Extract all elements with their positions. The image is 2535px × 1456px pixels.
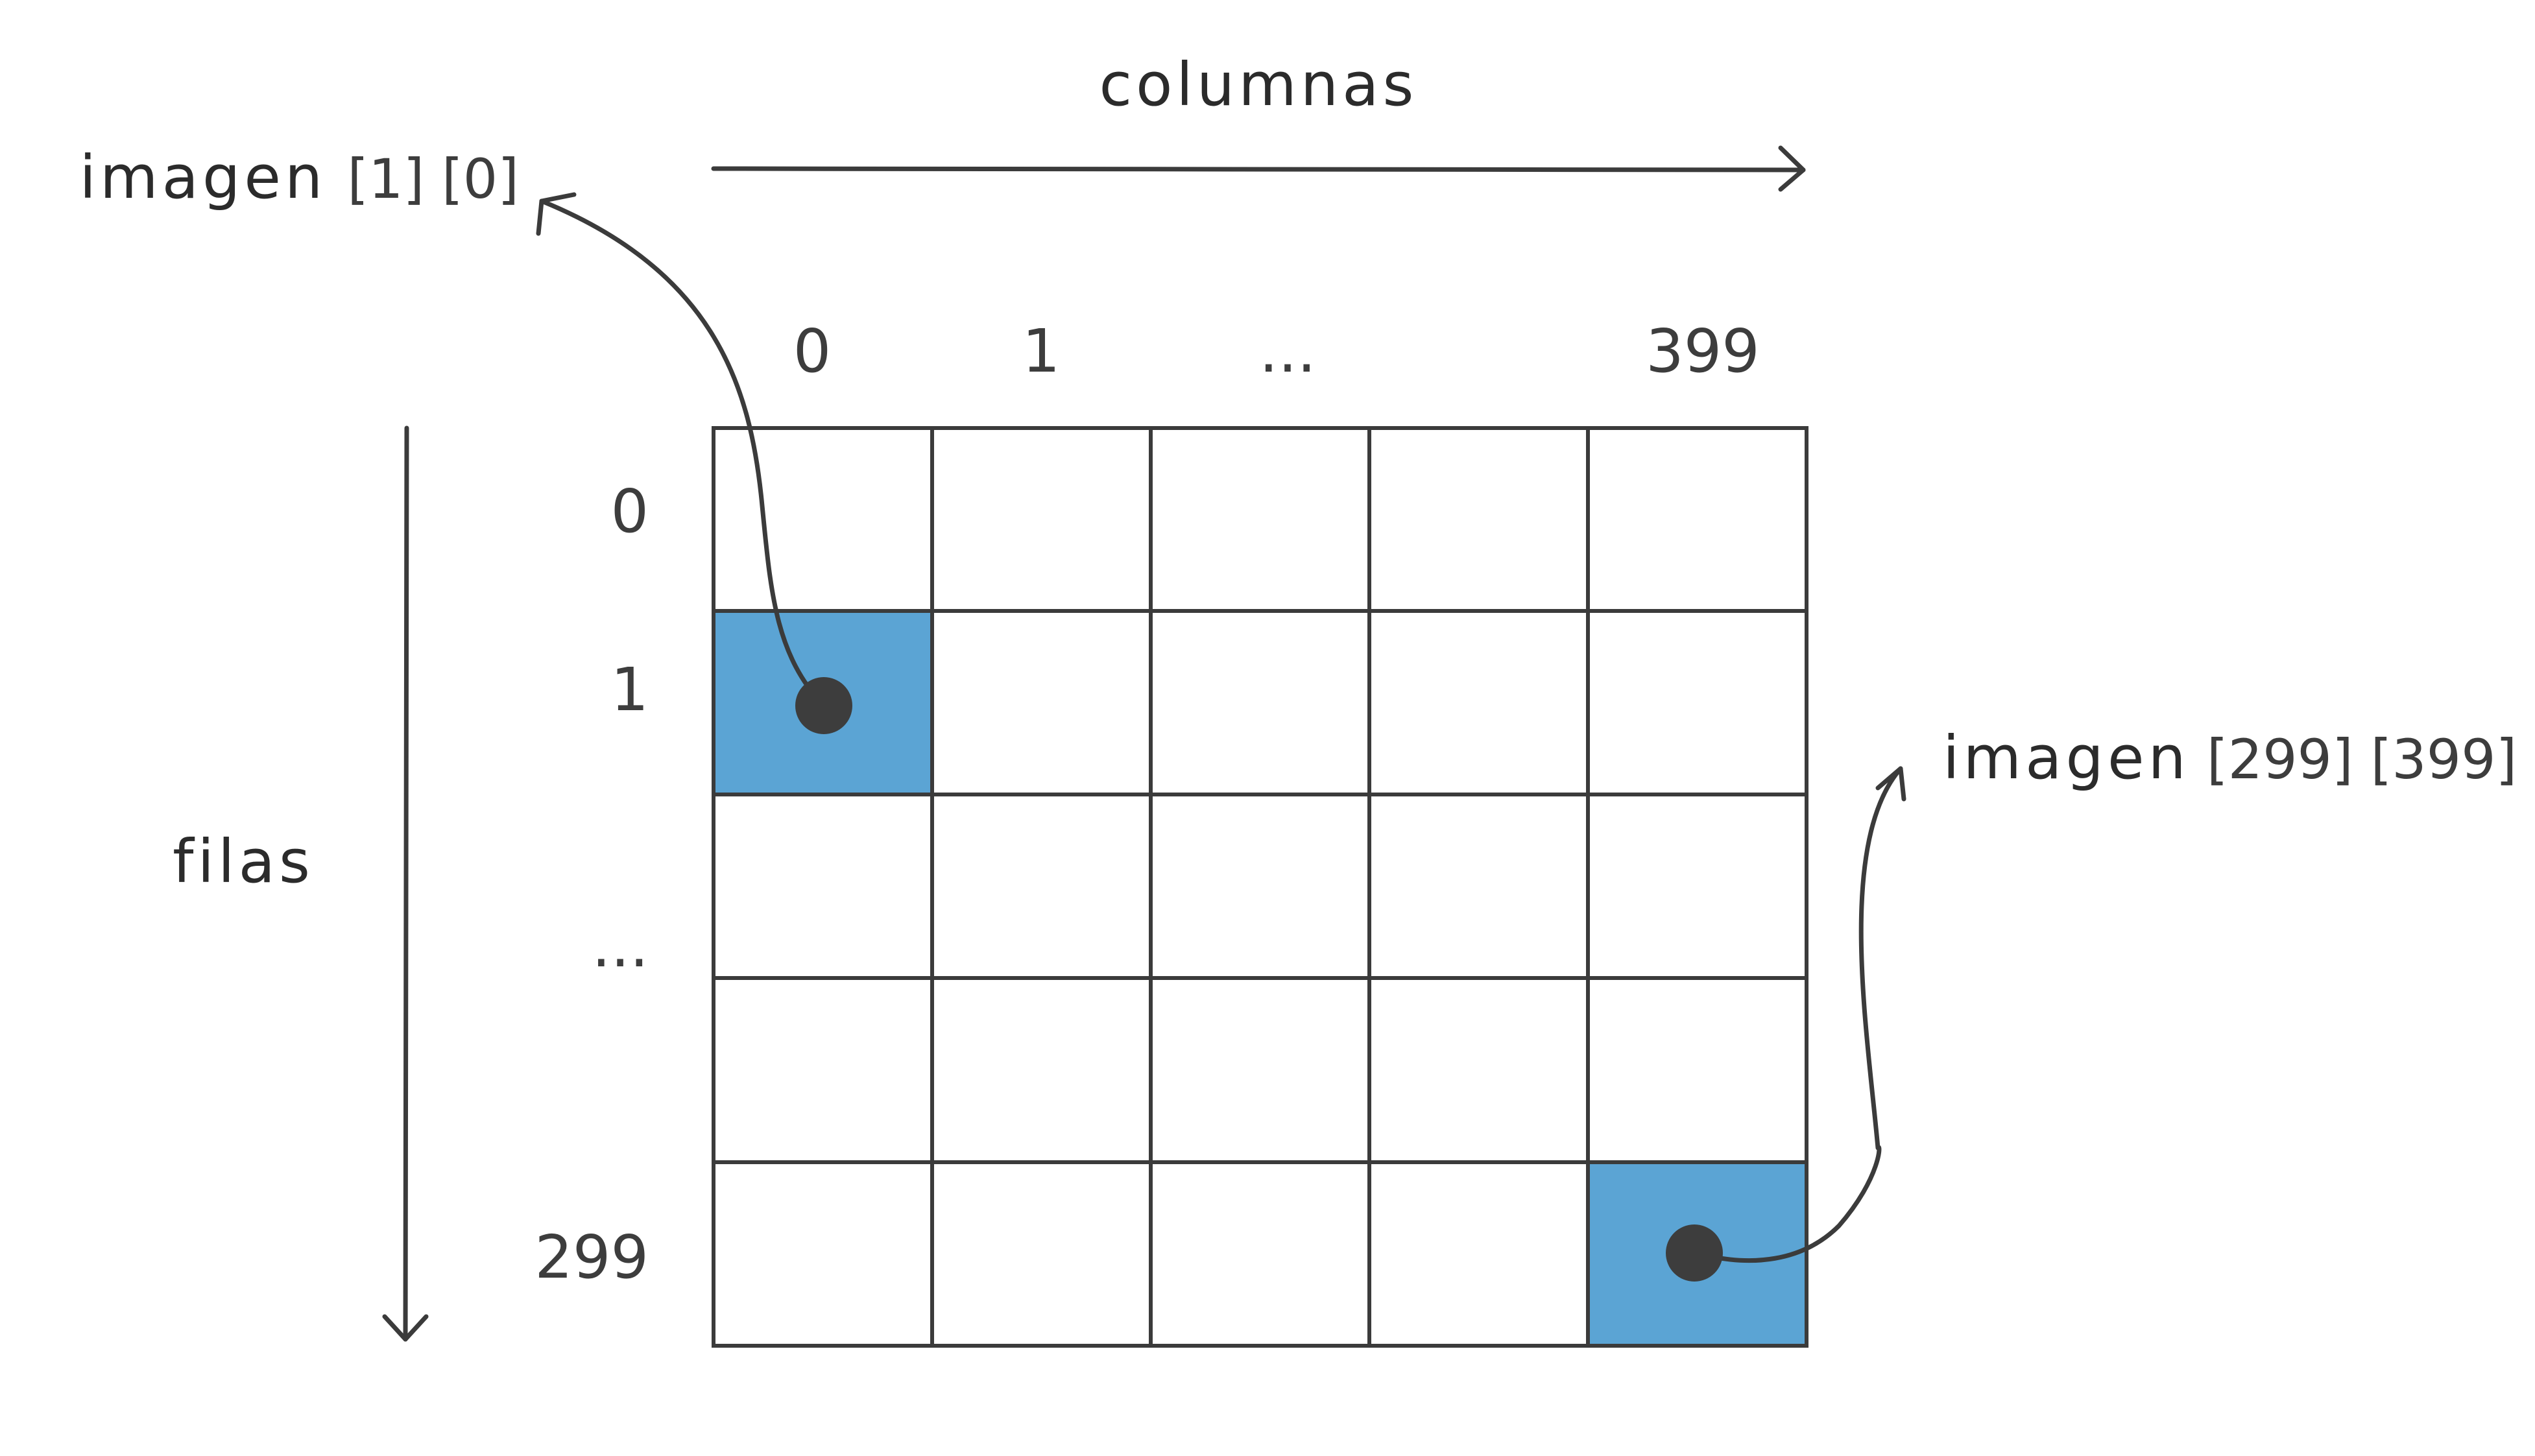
- callout-arrow-last: [1694, 766, 1906, 1263]
- callout-first-index: [1] [0]: [347, 147, 519, 211]
- callout-last-index: [299] [399]: [2207, 728, 2517, 791]
- cell-dot-first: [795, 677, 852, 734]
- columns-axis-arrow: [711, 145, 1806, 192]
- row-label: 0: [610, 477, 649, 546]
- matrix-grid: [712, 426, 1808, 1348]
- column-label: 399: [1646, 316, 1760, 386]
- callout-last-label: imagen [299] [399]: [1943, 723, 2517, 793]
- columns-axis-label: columnas: [1099, 50, 1418, 119]
- callout-first-prefix: imagen: [79, 143, 326, 212]
- column-label: 0: [793, 316, 832, 386]
- column-label: 1: [1022, 316, 1061, 386]
- rows-axis-arrow: [382, 425, 429, 1342]
- cell-dot-last: [1666, 1224, 1723, 1282]
- row-label: 299: [535, 1223, 649, 1292]
- callout-first-label: imagen [1] [0]: [79, 143, 519, 212]
- row-label: ...: [592, 911, 649, 981]
- callout-arrow-first: [536, 192, 826, 708]
- callout-last-prefix: imagen: [1943, 723, 2190, 793]
- column-label: ...: [1259, 316, 1316, 386]
- row-label: 1: [610, 655, 649, 724]
- rows-axis-label: filas: [173, 827, 314, 896]
